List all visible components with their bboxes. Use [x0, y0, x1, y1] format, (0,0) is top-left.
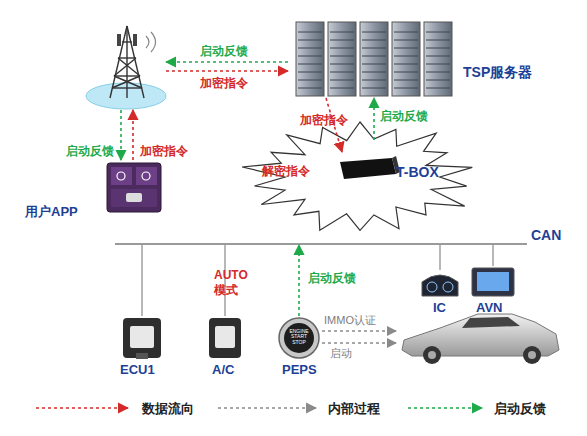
command-arrow: [166, 70, 288, 72]
server-racks: [296, 22, 452, 96]
node-box: ECU1: [120, 316, 164, 378]
node-label: PEPS: [282, 362, 317, 377]
node-label: AVN: [476, 300, 502, 315]
edge-label: 加密指令: [300, 112, 348, 129]
node-box: A/C: [205, 316, 245, 378]
connector: [439, 245, 440, 270]
avn-unit: [472, 268, 514, 296]
legend-label: 内部过程: [328, 401, 380, 416]
internal-arrow: [322, 342, 396, 344]
node-box: TSP服务器: [293, 20, 455, 98]
feedback-arrow: [120, 110, 122, 160]
legend-item: 数据流向: [142, 400, 194, 418]
legend-sample: [36, 407, 128, 409]
phone-app: [107, 163, 161, 212]
connector: [298, 245, 300, 316]
legend-label: 启动反馈: [494, 401, 546, 416]
command-arrow: [132, 110, 134, 160]
annotation-label: 解密指令: [262, 164, 310, 179]
node-label: T-BOX: [396, 164, 439, 180]
ecu-module: [123, 318, 161, 359]
feedback-arrow: [166, 61, 288, 63]
annotation-label: 启动: [330, 347, 352, 361]
legend-label: 数据流向: [142, 401, 194, 416]
node-label: TSP服务器: [463, 64, 532, 82]
connector: [373, 98, 375, 140]
annotation-label: IMMO认证: [324, 314, 376, 328]
edge-label: 启动反馈: [308, 270, 356, 287]
start-button: [279, 318, 319, 358]
node-label: IC: [433, 300, 446, 315]
node-label: CAN: [531, 227, 561, 243]
node-box: AVN: [470, 266, 516, 314]
legend-sample: [218, 407, 316, 409]
legend-item: 启动反馈: [494, 400, 546, 418]
connector: [492, 245, 493, 266]
ac-module: [209, 318, 241, 358]
node-box: PEPS: [277, 316, 323, 378]
annotation-label: 加密指令: [200, 76, 248, 91]
internal-arrow: [322, 330, 396, 332]
legend-sample: [408, 407, 482, 409]
annotation-label: ENGINE START STOP: [287, 329, 311, 345]
node-box: 用户APP: [105, 161, 163, 214]
annotation-label: AUTO 模式: [214, 268, 250, 298]
node-box: IC: [420, 270, 460, 314]
node-label: A/C: [212, 362, 234, 377]
annotation-label: 加密指令: [140, 144, 188, 159]
car-illustration: [402, 314, 559, 364]
annotation-label: 启动反馈: [200, 44, 248, 59]
annotation-label: 启动反馈: [66, 144, 114, 159]
connector: [141, 245, 142, 316]
legend-item: 内部过程: [328, 400, 380, 418]
node-label: 用户APP: [25, 203, 78, 221]
node-label: ECU1: [120, 362, 155, 377]
node-box: CAN: [115, 239, 527, 245]
instrument-cluster: [422, 275, 458, 296]
edge-label: 启动反馈: [380, 108, 428, 125]
cell-tower: [86, 26, 166, 109]
